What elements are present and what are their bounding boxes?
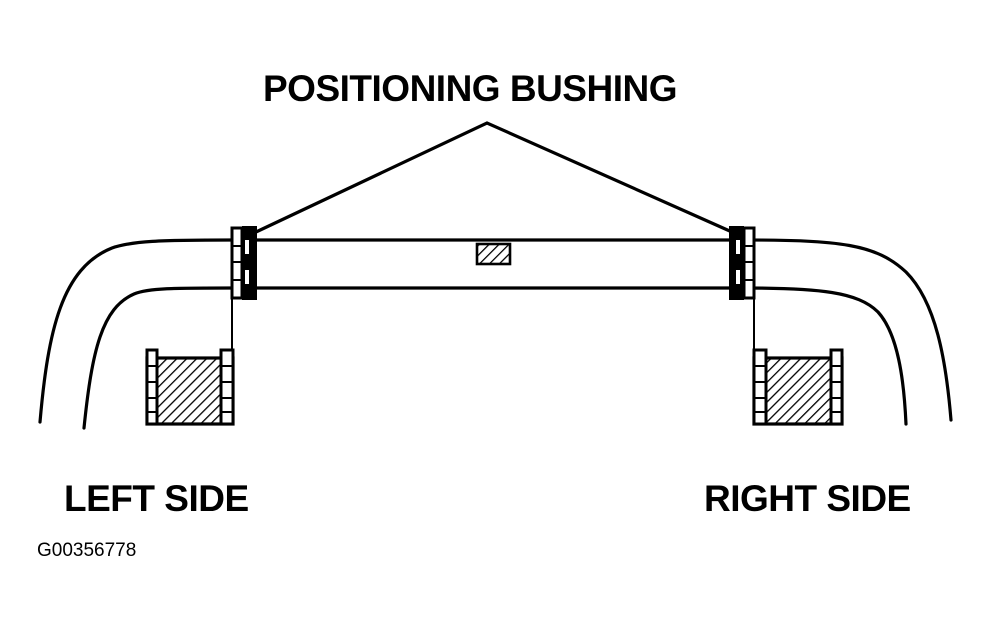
callout-leader-lines (255, 121, 733, 234)
figure-code: G00356778 (37, 540, 137, 561)
right-positioning-bushing (729, 226, 756, 300)
left-positioning-bushing (230, 226, 257, 300)
right-mount-bracket (752, 298, 844, 426)
center-mark (475, 242, 512, 266)
left-mount-bracket (145, 298, 235, 426)
positioning-bushing-label: POSITIONING BUSHING (263, 68, 677, 109)
right-side-label: RIGHT SIDE (704, 478, 911, 519)
bar-outer-edge (38, 238, 953, 424)
left-side-label: LEFT SIDE (64, 478, 249, 519)
